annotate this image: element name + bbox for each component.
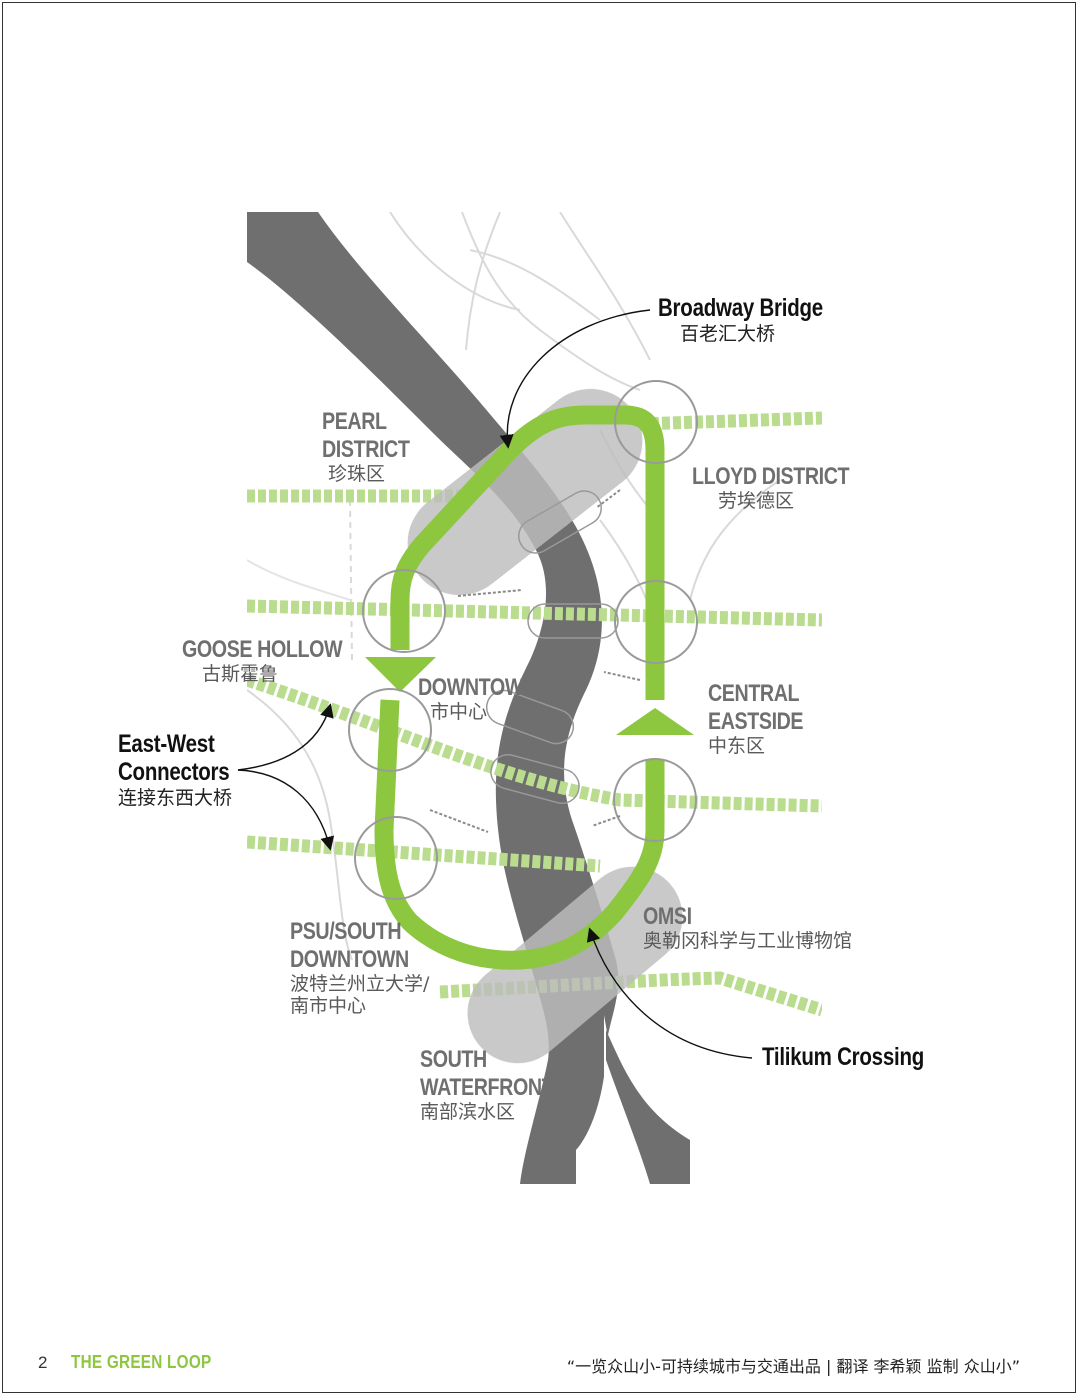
- central-eastside-line2: EASTSIDE: [708, 708, 804, 735]
- connector-pointer-upper: [237, 703, 334, 771]
- loop-arrow-north: [616, 708, 694, 735]
- goose-hollow-zh: 古斯霍鲁: [202, 663, 279, 685]
- broadway-bridge-label: Broadway Bridge 百老汇大桥: [658, 296, 859, 344]
- district-psu-south-downtown: PSU/SOUTH DOWNTOWN 波特兰州立大学/ 南市中心: [290, 920, 435, 1016]
- district-omsi: OMSI 奥勒冈科学与工业博物馆: [643, 905, 852, 951]
- lloyd-zh: 劳埃德区: [718, 490, 795, 512]
- tilikum-crossing-pointer: [586, 927, 753, 1059]
- tilikum-crossing-label: Tilikum Crossing: [762, 1045, 960, 1070]
- district-pearl: PEARL DISTRICT 珍珠区: [322, 410, 429, 484]
- lloyd-en: LLOYD DISTRICT: [692, 463, 850, 490]
- east-west-line1: East-West: [118, 730, 215, 758]
- psu-zh-line2: 南市中心: [290, 995, 367, 1017]
- green-loop-route: [374, 405, 665, 970]
- downtown-en: DOWNTOWN: [418, 674, 537, 701]
- willamette-river: [247, 212, 619, 1184]
- district-goose-hollow: GOOSE HOLLOW 古斯霍鲁: [182, 638, 377, 684]
- district-blobs: [407, 388, 683, 1064]
- pearl-line2: DISTRICT: [322, 436, 410, 463]
- district-downtown: DOWNTOWN 市中心: [418, 676, 563, 722]
- page-number: 2: [38, 1353, 48, 1372]
- east-west-connectors-label: East-West Connectors 连接东西大桥: [118, 732, 254, 808]
- psu-zh-line1: 波特兰州立大学/: [290, 973, 430, 995]
- south-waterfront-line1: SOUTH: [420, 1046, 487, 1073]
- central-eastside-line1: CENTRAL: [708, 680, 800, 707]
- east-west-line2: Connectors: [118, 758, 230, 786]
- downtown-zh: 市中心: [430, 701, 488, 723]
- pearl-zh: 珍珠区: [328, 463, 386, 485]
- district-central-eastside: CENTRAL EASTSIDE 中东区: [708, 682, 824, 756]
- central-eastside-zh: 中东区: [708, 735, 766, 757]
- omsi-en: OMSI: [643, 903, 692, 930]
- omsi-zh: 奥勒冈科学与工业博物馆: [643, 930, 853, 952]
- broadway-bridge-name-zh: 百老汇大桥: [680, 323, 776, 345]
- south-waterfront-line2: WATERFRONT: [420, 1074, 554, 1101]
- psu-line2: DOWNTOWN: [290, 946, 409, 973]
- tilikum-crossing-name: Tilikum Crossing: [762, 1043, 925, 1071]
- pearl-line1: PEARL: [322, 408, 387, 435]
- broadway-bridge-pointer: [499, 309, 651, 449]
- district-lloyd: LLOYD DISTRICT 劳埃德区: [692, 465, 884, 511]
- page-footer: 2 THE GREEN LOOP “一览众山小-可持续城市与交通出品 | 翻译 …: [38, 1352, 1020, 1377]
- translation-credit: “一览众山小-可持续城市与交通出品 | 翻译 李希颖 监制 众山小”: [566, 1357, 1020, 1376]
- flow-arrows: [429, 489, 641, 833]
- district-south-waterfront: SOUTH WATERFRONT 南部滨水区: [420, 1048, 583, 1122]
- transit-capsules: [485, 490, 619, 804]
- callout-pointers: [237, 309, 753, 1059]
- connector-node-rings: [348, 380, 698, 900]
- south-waterfront-zh: 南部滨水区: [420, 1101, 516, 1123]
- connector-pointer-lower: [237, 769, 335, 851]
- loop-arrow-south: [365, 657, 436, 692]
- document-title: THE GREEN LOOP: [71, 1352, 212, 1372]
- east-west-zh: 连接东西大桥: [118, 787, 233, 809]
- psu-line1: PSU/SOUTH: [290, 918, 402, 945]
- broadway-bridge-name: Broadway Bridge: [658, 294, 823, 322]
- goose-hollow-en: GOOSE HOLLOW: [182, 636, 343, 663]
